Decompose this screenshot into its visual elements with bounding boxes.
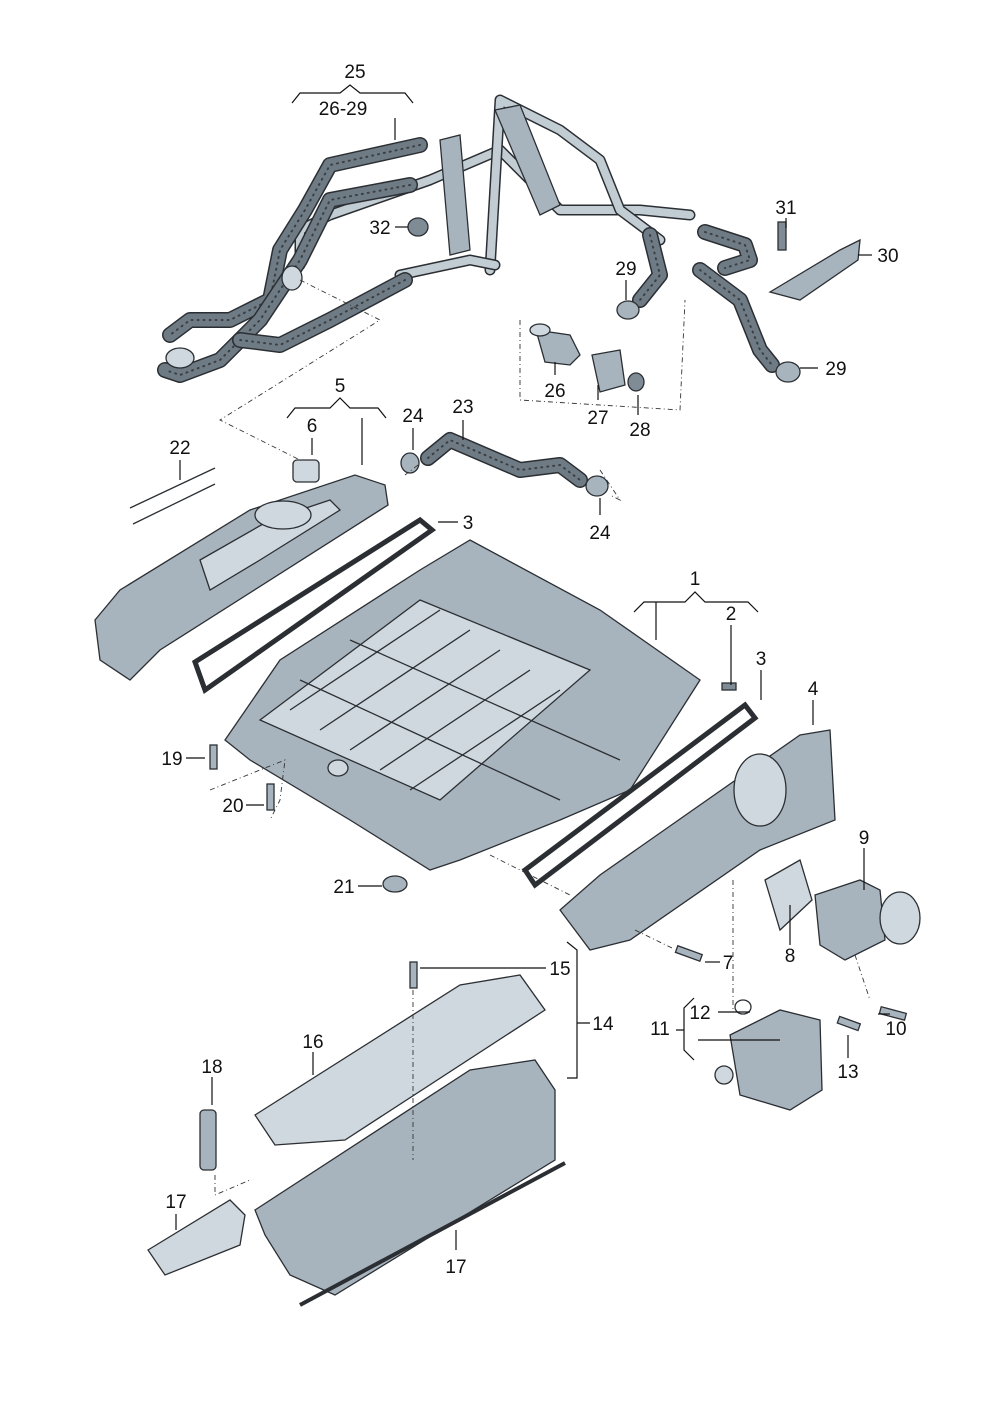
callout-32: 32 [369,218,390,239]
gasket-3-left [191,516,437,694]
callout-25: 25 [344,62,365,83]
callout-16: 16 [302,1032,323,1053]
callout-14: 14 [592,1014,614,1035]
callout-24-lower: 24 [589,523,611,544]
callout-3-left: 3 [463,513,474,534]
callout-21: 21 [333,877,354,898]
callout-12: 12 [689,1003,710,1024]
callout-18: 18 [201,1057,222,1078]
valve-group-26-28 [529,323,645,393]
dashed-reference-lines [209,279,871,1196]
callout-17-left: 17 [165,1192,186,1213]
manifold-cover-left-5 [94,459,389,681]
callout-5: 5 [335,376,346,397]
callout-19: 19 [161,749,182,770]
callout-3-right: 3 [756,649,767,670]
callout-15: 15 [549,959,570,980]
callout-13: 13 [837,1062,858,1083]
manifold-cover-right-4 [559,729,836,951]
gasket-3-right [521,682,759,889]
throttle-body-9 [764,859,921,961]
callout-11: 11 [650,1019,670,1040]
callout-26: 26 [544,381,565,402]
callout-27: 27 [587,408,608,429]
callout-1: 1 [690,569,701,590]
callout-24-upper: 24 [402,406,424,427]
bracket-30 [768,221,861,301]
callout-2: 2 [726,604,737,625]
callout-31: 31 [775,198,796,219]
callout-30: 30 [877,246,898,267]
callout-29-upper: 29 [615,259,636,280]
callout-17-bottom: 17 [445,1257,466,1278]
callout-leaders [175,84,890,1250]
callout-9: 9 [859,828,870,849]
callout-26-29: 26-29 [319,99,368,120]
callout-4: 4 [808,679,819,700]
callout-labels: 25 26-29 32 31 30 29 29 26 27 28 5 6 24 … [161,62,906,1278]
callout-7: 7 [723,953,734,974]
callout-10: 10 [885,1019,906,1040]
callout-28: 28 [629,420,650,441]
callout-29-lower: 29 [825,359,846,380]
callout-6: 6 [307,416,318,437]
control-flap-unit-11 [714,999,823,1111]
callout-20: 20 [222,796,243,817]
lower-manifold-group [147,961,566,1307]
hose-assembly-25 [157,94,801,383]
bolts [209,744,908,1032]
callout-8: 8 [785,946,796,967]
hose-23 [400,432,609,497]
callout-23: 23 [452,397,473,418]
callout-22: 22 [169,438,190,459]
intake-manifest-1 [224,539,701,871]
